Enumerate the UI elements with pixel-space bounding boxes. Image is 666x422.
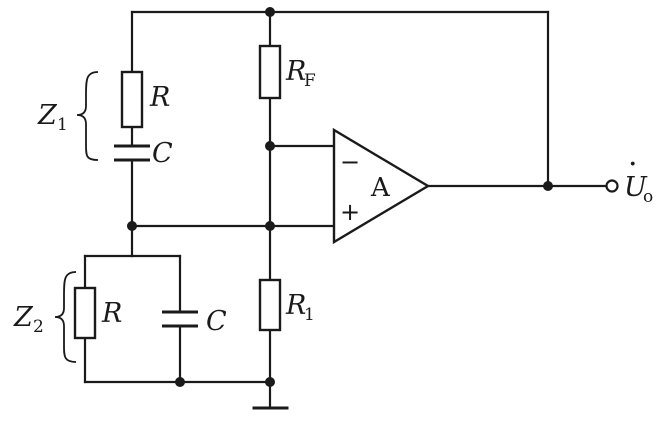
noninverting-sign: + (340, 198, 360, 226)
junction-dot (265, 377, 275, 387)
z1-capacitor-label: C (152, 138, 173, 169)
z1-label-subscript: 1 (57, 115, 68, 135)
rf-resistor (258, 44, 282, 100)
junction-dot (543, 181, 553, 191)
output-terminal (605, 179, 619, 193)
junction-dot (265, 141, 275, 151)
r1-label-subscript: 1 (304, 305, 315, 325)
r1-resistor (258, 278, 282, 332)
rf-label: R (285, 56, 306, 87)
r1-label: R (285, 290, 306, 321)
output-label-subscript: o (643, 187, 653, 207)
wires (83, 10, 608, 410)
z1-label: Z (37, 100, 58, 131)
op-amp-label: A (370, 173, 391, 203)
z2-capacitor (162, 310, 198, 328)
junction-dot (175, 377, 185, 387)
z2-resistor-label: R (101, 298, 122, 329)
junction-dot (265, 7, 275, 17)
z1-resistor-label: R (149, 82, 170, 113)
z2-resistor (73, 286, 97, 340)
junction-dots (127, 7, 553, 387)
z2-capacitor-label: C (206, 306, 227, 337)
z1-capacitor (114, 144, 150, 162)
z2-brace (54, 271, 77, 363)
inverting-sign: − (340, 148, 360, 176)
output-label-dot: · (628, 147, 638, 182)
z2-label: Z (13, 302, 34, 333)
z1-resistor (120, 70, 144, 129)
rf-label-subscript: F (304, 71, 316, 91)
junction-dot (265, 221, 275, 231)
junction-dot (127, 221, 137, 231)
op-amp (332, 127, 431, 245)
output-label: U (624, 172, 648, 203)
z2-label-subscript: 2 (33, 317, 44, 337)
z1-brace (76, 71, 99, 161)
